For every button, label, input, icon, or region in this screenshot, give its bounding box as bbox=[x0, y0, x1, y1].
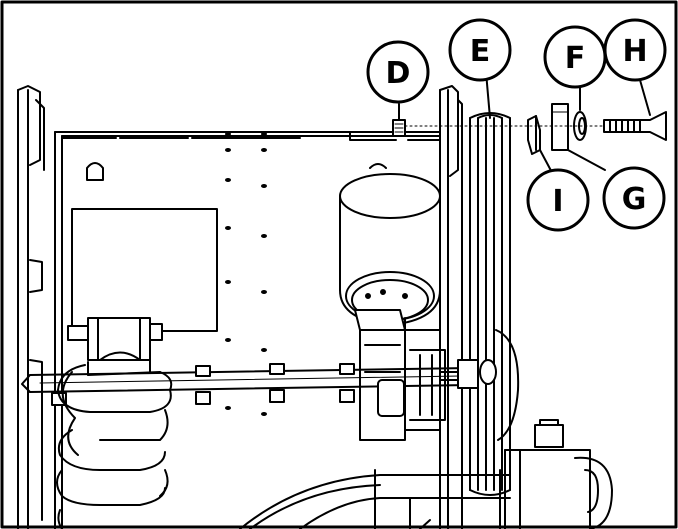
left-frame-rail bbox=[17, 85, 45, 529]
rod-nuts bbox=[51, 363, 355, 406]
leader-h bbox=[639, 79, 651, 116]
callout-h-circle bbox=[603, 18, 667, 82]
lower-bracket bbox=[504, 419, 613, 529]
coil-spring bbox=[56, 364, 173, 529]
callout-f-label: F bbox=[565, 41, 586, 76]
gearbox-housing bbox=[354, 309, 446, 441]
callout-g-circle bbox=[602, 166, 666, 230]
panel-holes bbox=[225, 132, 267, 416]
callout-e-label: E bbox=[470, 34, 491, 69]
part-h-screw bbox=[603, 111, 667, 141]
callout-e-circle bbox=[448, 18, 512, 82]
part-g-bushing bbox=[551, 103, 569, 151]
callout-d-circle bbox=[366, 40, 430, 104]
part-d-bolt bbox=[392, 119, 406, 137]
part-i-spacer bbox=[527, 115, 541, 155]
callout-h-label: H bbox=[622, 34, 647, 69]
curved-handle bbox=[239, 469, 511, 529]
leader-g bbox=[567, 149, 606, 171]
callout-i-circle bbox=[526, 168, 590, 232]
motor-canister bbox=[339, 173, 441, 326]
spring-mount bbox=[67, 317, 163, 376]
mounting-plate bbox=[71, 208, 218, 332]
pulley bbox=[439, 112, 520, 496]
callout-d-label: D bbox=[386, 56, 411, 91]
right-frame bbox=[439, 85, 463, 529]
callout-g-label: G bbox=[622, 182, 647, 217]
callout-i-label: I bbox=[552, 184, 563, 219]
